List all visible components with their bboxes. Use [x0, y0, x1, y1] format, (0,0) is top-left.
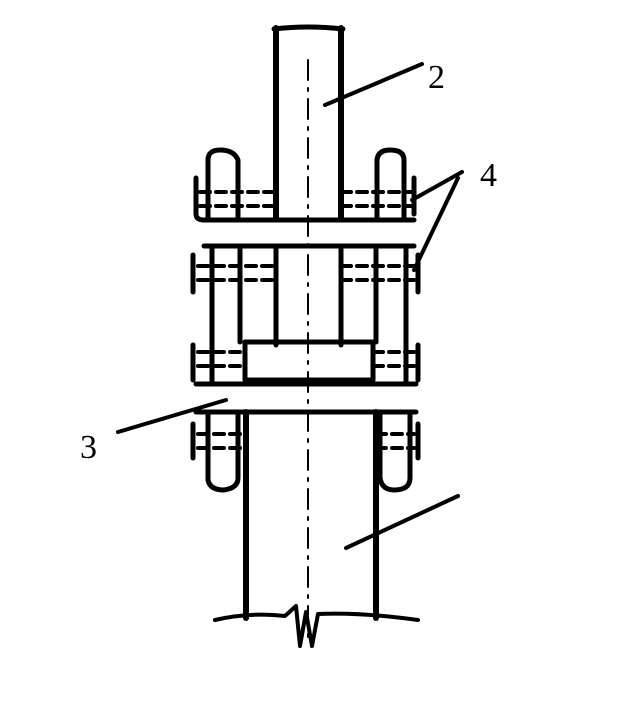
leader-4b [412, 176, 460, 272]
label-2: 2 [428, 59, 445, 96]
leader-4a [410, 170, 464, 202]
lower-plate [193, 381, 419, 415]
leader-2 [323, 62, 424, 107]
label-4: 4 [480, 157, 497, 194]
bearing-block [242, 339, 376, 383]
leader-lower [344, 494, 460, 550]
leader-lines [116, 62, 464, 550]
bolts [196, 190, 416, 450]
leader-3 [116, 398, 228, 434]
label-3: 3 [80, 429, 97, 466]
left-splice-plate [190, 147, 243, 493]
